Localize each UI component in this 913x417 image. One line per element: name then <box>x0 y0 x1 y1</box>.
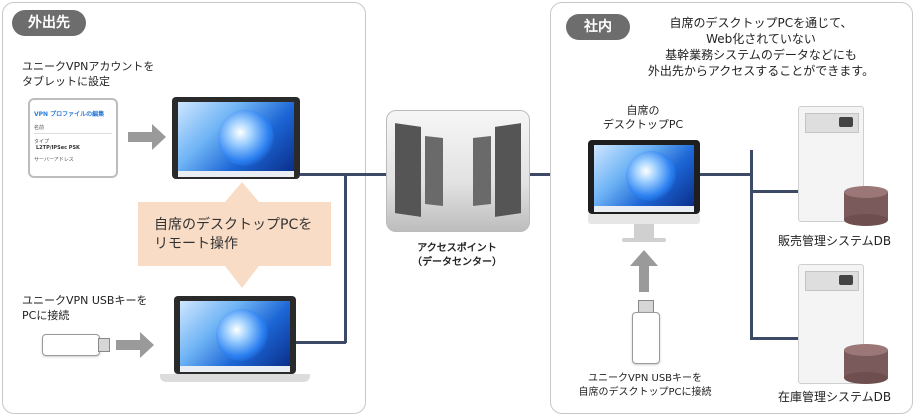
arrow-right-icon <box>116 332 154 358</box>
windows-wallpaper <box>594 145 694 206</box>
callout-line1: 自席のデスクトップPCを <box>154 217 313 233</box>
database-icon <box>844 186 888 226</box>
description-line3: 基幹業務システムのデータなどにも <box>665 48 857 62</box>
office-usb-caption-line2: 自席のデスクトップPCに接続 <box>578 387 712 398</box>
tablet-caption-line1: ユニークVPNアカウントを <box>22 60 155 73</box>
arrow-up-icon <box>630 250 658 292</box>
monitor-foot <box>622 238 666 242</box>
datacenter-label-line2: （データセンター） <box>412 257 502 268</box>
callout-up-arrow <box>225 182 259 202</box>
database-icon <box>844 344 888 384</box>
monitor-stand <box>634 224 654 238</box>
link-line <box>296 341 346 344</box>
windows-wallpaper <box>178 102 294 171</box>
tablet-screen-title: VPN プロファイルの編集 <box>34 111 105 118</box>
callout-down-arrow <box>225 266 259 288</box>
desktop-label-line1: 自席の <box>626 104 660 117</box>
tablet: VPN プロファイルの編集 名前 タイプ L2TP/IPSec PSK サーバー… <box>28 98 118 178</box>
link-line <box>700 173 752 176</box>
link-line <box>344 173 347 343</box>
description-line4: 外出先からアクセスすることができます。 <box>647 64 875 78</box>
datacenter-image <box>386 110 530 232</box>
tablet-field-name: 名前 <box>34 125 45 131</box>
description-line2: Web化されていない <box>706 32 816 46</box>
datacenter-label-line1: アクセスポイント <box>417 243 497 254</box>
tablet-caption-line2: タブレットに設定 <box>22 75 110 88</box>
usb-caption-line1: ユニークVPN USBキーを <box>22 294 148 307</box>
callout-line2: リモート操作 <box>154 236 238 252</box>
outside-badge: 外出先 <box>12 10 86 36</box>
server1-label: 販売管理システムDB <box>778 234 892 248</box>
monitor-chin <box>588 214 700 224</box>
tablet-field-type: タイプ <box>34 139 50 145</box>
remote-control-callout: 自席のデスクトップPCを リモート操作 <box>138 202 331 266</box>
tablet-divider <box>34 133 112 134</box>
tablet-field-type-value: L2TP/IPSec PSK <box>36 145 80 151</box>
desktop-label-line2: デスクトップPC <box>602 118 684 131</box>
usb-key-icon <box>632 312 660 364</box>
description-line1: 自席のデスクトップPCを通じて、 <box>669 16 853 30</box>
taskbar <box>178 171 294 177</box>
laptop <box>174 296 296 374</box>
remote-monitor <box>172 97 300 179</box>
server2-label: 在庫管理システムDB <box>778 390 892 404</box>
office-desktop-monitor <box>588 140 700 214</box>
usb-caption-line2: PCに接続 <box>22 309 70 322</box>
link-line <box>750 150 753 340</box>
windows-wallpaper <box>180 301 290 366</box>
taskbar <box>180 366 290 372</box>
server-inventory <box>798 264 864 384</box>
office-usb-caption-line1: ユニークVPN USBキーを <box>587 373 703 384</box>
link-line <box>346 173 386 176</box>
usb-key-icon <box>42 334 100 356</box>
link-line <box>750 337 798 340</box>
arrow-right-icon <box>128 124 166 150</box>
link-line <box>750 190 798 193</box>
office-badge: 社内 <box>566 14 630 40</box>
usb-connector <box>98 338 110 352</box>
taskbar <box>594 206 694 212</box>
tablet-field-server: サーバーアドレス <box>34 157 74 163</box>
laptop-base <box>160 374 310 382</box>
link-line <box>300 173 346 176</box>
